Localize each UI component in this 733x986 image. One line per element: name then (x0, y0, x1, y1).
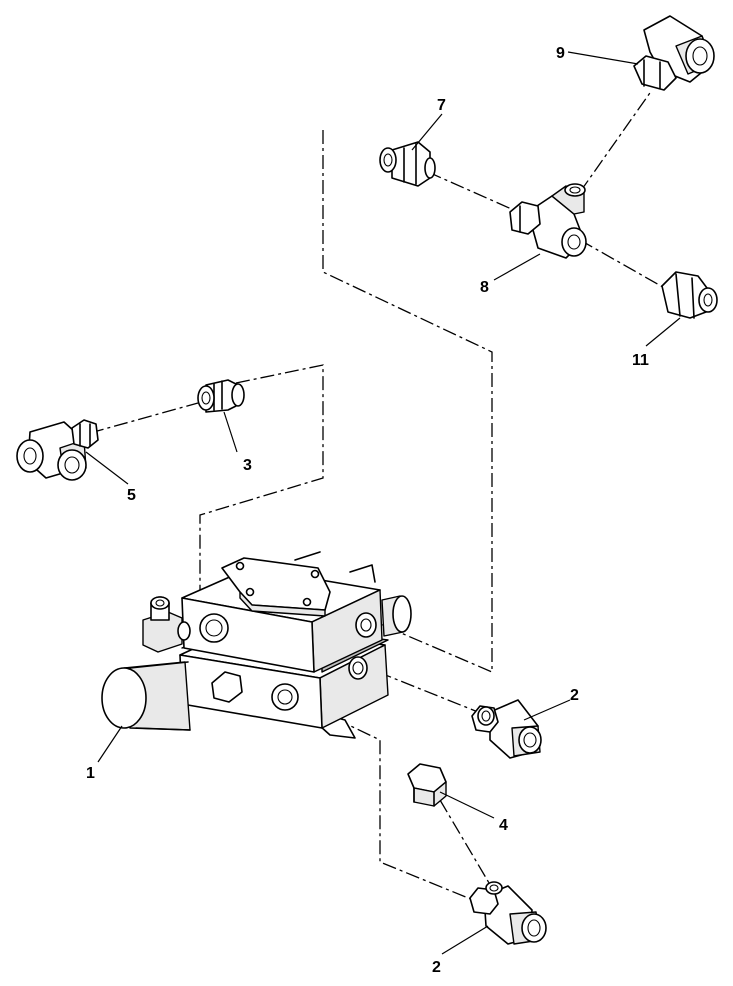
callout-7: 7 (437, 97, 446, 114)
tee-fitting-8 (509, 183, 587, 259)
callout-8: 8 (480, 279, 489, 296)
adapter-3 (197, 379, 245, 413)
leader-lines (85, 51, 681, 955)
valve-block-assembly (101, 551, 412, 739)
elbow-fitting-9 (633, 15, 715, 91)
tee-fitting-5 (16, 419, 99, 481)
routing-lines (89, 89, 669, 903)
callouts: 9 7 8 11 3 5 1 2 4 2 (86, 45, 649, 976)
callout-1: 1 (86, 765, 95, 782)
fitting-2-upper (471, 699, 542, 759)
callout-3: 3 (243, 457, 252, 474)
callout-4: 4 (499, 817, 508, 834)
callout-11: 11 (632, 352, 649, 369)
hex-union-11 (661, 271, 718, 319)
callout-2-upper: 2 (570, 687, 579, 704)
callout-9: 9 (556, 45, 565, 62)
callout-5: 5 (127, 487, 136, 504)
adapter-7 (379, 141, 436, 187)
callout-2-lower: 2 (432, 959, 441, 976)
fitting-2-lower (469, 881, 547, 945)
hex-cap-4 (407, 763, 447, 807)
